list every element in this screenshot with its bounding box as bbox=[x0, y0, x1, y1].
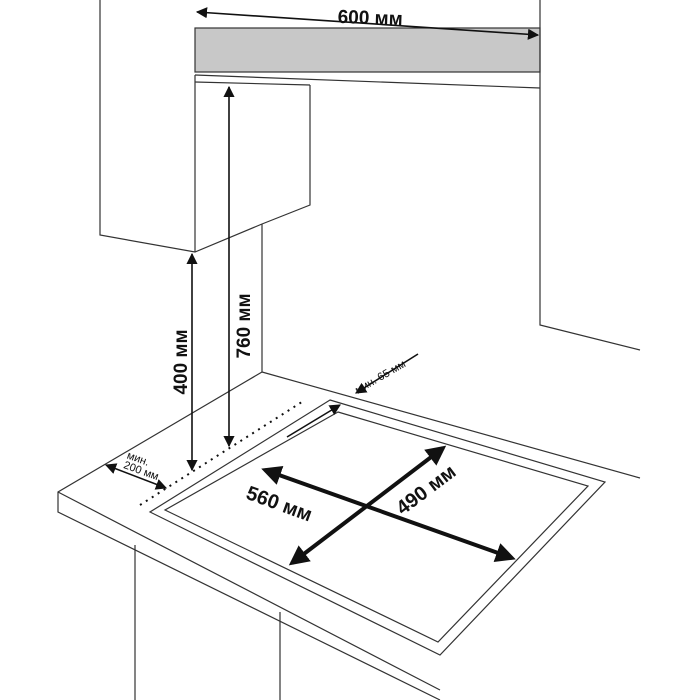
countertop bbox=[57, 371, 641, 700]
width-560-label: 560 мм bbox=[243, 482, 315, 526]
depth-490-arrow bbox=[288, 445, 447, 566]
wall bbox=[539, 0, 641, 351]
gap-65-arrow bbox=[355, 353, 419, 394]
dotted-line bbox=[139, 399, 306, 506]
width-600-label: 600 мм bbox=[337, 7, 403, 30]
range-hood bbox=[194, 27, 541, 89]
hob-edge-arrow bbox=[286, 404, 341, 438]
height-400-label: 400 мм bbox=[171, 329, 192, 394]
height-760-label: 760 мм bbox=[234, 293, 255, 358]
upper-cabinet bbox=[99, 0, 311, 372]
gap-200-arrow bbox=[104, 463, 168, 490]
hob bbox=[148, 399, 607, 656]
depth-490-label: 490 мм bbox=[392, 461, 460, 520]
gap-65-label: мин. 65 мм bbox=[353, 358, 408, 397]
width-600-arrow bbox=[195, 7, 540, 40]
